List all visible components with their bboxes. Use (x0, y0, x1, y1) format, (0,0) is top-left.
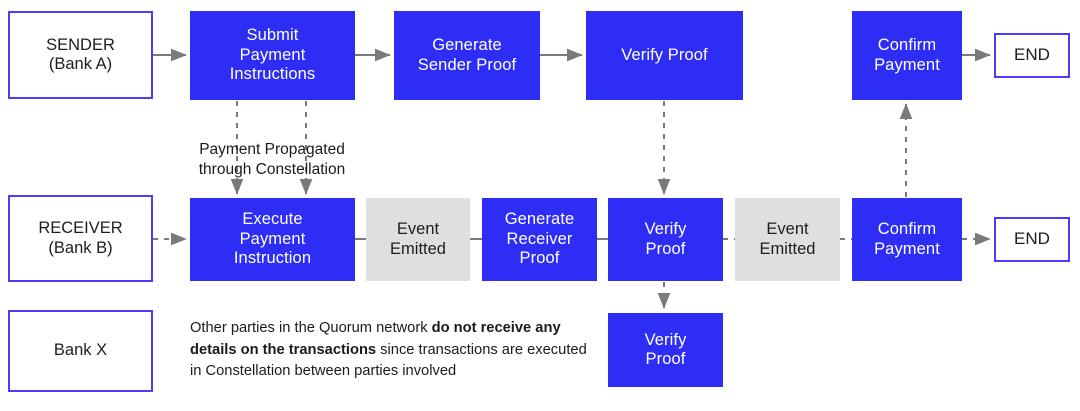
node-sender-verify-proof[interactable]: Verify Proof (586, 11, 743, 100)
node-generate-sender-proof-label: Generate Sender Proof (417, 36, 517, 74)
node-receiver-verify-proof[interactable]: Verify Proof (608, 198, 723, 281)
node-generate-receiver-proof[interactable]: Generate Receiver Proof (482, 198, 597, 281)
annotation-payment-propagated-text: Payment Propagated through Constellation (198, 140, 346, 178)
node-bankx-verify-proof[interactable]: Verify Proof (608, 313, 723, 387)
node-sender-end-label: END (1014, 45, 1050, 65)
node-sender-end[interactable]: END (994, 33, 1070, 78)
lane-label-bankx: Bank X (8, 310, 153, 392)
node-submit-payment-instructions-label: Submit Payment Instructions (229, 26, 316, 84)
node-sender-verify-proof-label: Verify Proof (621, 45, 708, 64)
node-receiver-confirm-payment[interactable]: Confirm Payment (852, 198, 962, 281)
node-receiver-end[interactable]: END (994, 217, 1070, 262)
node-event-emitted-2-label: Event Emitted (759, 220, 816, 258)
node-bankx-verify-proof-label: Verify Proof (644, 330, 687, 368)
node-receiver-end-label: END (1014, 229, 1050, 249)
lane-label-sender: SENDER (Bank A) (8, 11, 153, 99)
annotation-bankx-note: Other parties in the Quorum network do n… (190, 318, 594, 383)
node-execute-payment-instruction-label: Execute Payment Instruction (233, 210, 312, 268)
node-sender-confirm-payment[interactable]: Confirm Payment (852, 11, 962, 100)
node-generate-receiver-proof-label: Generate Receiver Proof (504, 210, 575, 268)
node-submit-payment-instructions[interactable]: Submit Payment Instructions (190, 11, 355, 100)
node-event-emitted-2[interactable]: Event Emitted (735, 198, 840, 281)
lane-label-receiver: RECEIVER (Bank B) (8, 195, 153, 282)
annotation-bankx-note-bold: do not receive any details on the transa… (190, 320, 561, 358)
node-receiver-confirm-payment-label: Confirm Payment (874, 220, 940, 258)
lane-label-receiver-text: RECEIVER (Bank B) (38, 219, 123, 257)
node-event-emitted-1-label: Event Emitted (390, 220, 446, 258)
annotation-payment-propagated: Payment Propagated through Constellation (172, 120, 372, 179)
node-receiver-verify-proof-label: Verify Proof (644, 220, 687, 258)
node-event-emitted-1[interactable]: Event Emitted (366, 198, 470, 281)
lane-label-sender-text: SENDER (Bank A) (46, 35, 115, 73)
node-execute-payment-instruction[interactable]: Execute Payment Instruction (190, 198, 355, 281)
annotation-bankx-note-part1: Other parties in the Quorum network (190, 320, 432, 336)
lane-label-bankx-text: Bank X (53, 341, 108, 360)
annotation-bankx-note-part2: since transactions are executed in Const… (190, 341, 587, 380)
node-sender-confirm-payment-label: Confirm Payment (874, 36, 940, 74)
node-generate-sender-proof[interactable]: Generate Sender Proof (394, 11, 540, 100)
